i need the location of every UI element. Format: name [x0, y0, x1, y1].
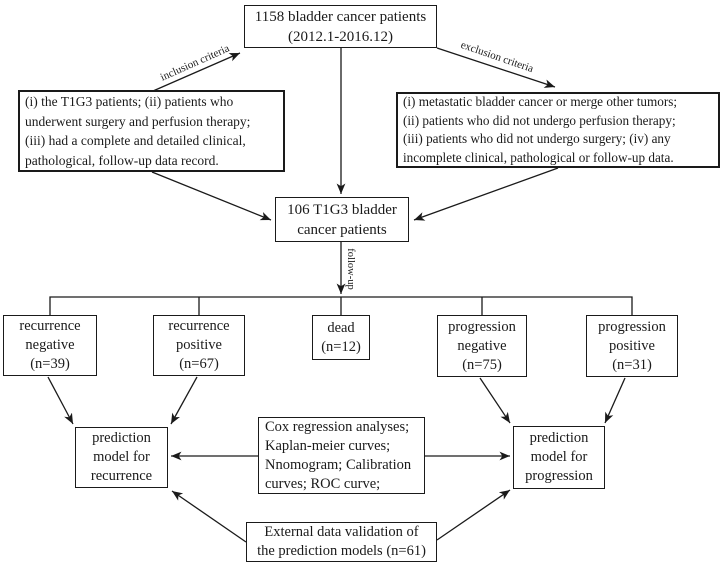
edge-validation-to-predprog	[436, 489, 511, 541]
edge-progpos-to-predprog	[604, 377, 626, 424]
node-t1g3-patients: 106 T1G3 bladder cancer patients	[275, 197, 409, 242]
edge-exclusion-to-t1g3	[413, 167, 559, 221]
node-dead: dead (n=12)	[312, 315, 370, 360]
edge-inclusion-arrow	[152, 52, 241, 92]
node-exclusion-criteria: (i) metastatic bladder cancer or merge o…	[396, 92, 720, 168]
node-progression-positive: progression positive (n=31)	[586, 315, 678, 377]
node-total-patients: 1158 bladder cancer patients (2012.1-201…	[244, 5, 437, 48]
edge-recpos-to-predrec	[170, 376, 198, 425]
node-external-validation: External data validation of the predicti…	[246, 522, 437, 562]
node-recurrence-negative: recurrence negative (n=39)	[3, 315, 97, 376]
node-inclusion-criteria: (i) the T1G3 patients; (ii) patients who…	[18, 90, 285, 172]
edge-inclusion-to-t1g3	[151, 171, 272, 221]
node-prediction-model-recurrence: prediction model for recurrence	[75, 427, 168, 488]
edge-validation-to-predrec	[171, 490, 247, 543]
node-recurrence-positive: recurrence positive (n=67)	[153, 315, 245, 376]
label-follow-up: follow-up	[345, 248, 356, 290]
edge-recneg-to-predrec	[47, 376, 74, 425]
node-analysis-methods: Cox regression analyses; Kaplan-meier cu…	[258, 417, 425, 494]
node-progression-negative: progression negative (n=75)	[437, 315, 527, 377]
edge-exclusion-arrow	[436, 47, 556, 88]
node-prediction-model-progression: prediction model for progression	[513, 426, 605, 489]
edge-progneg-to-predprog	[479, 377, 511, 424]
